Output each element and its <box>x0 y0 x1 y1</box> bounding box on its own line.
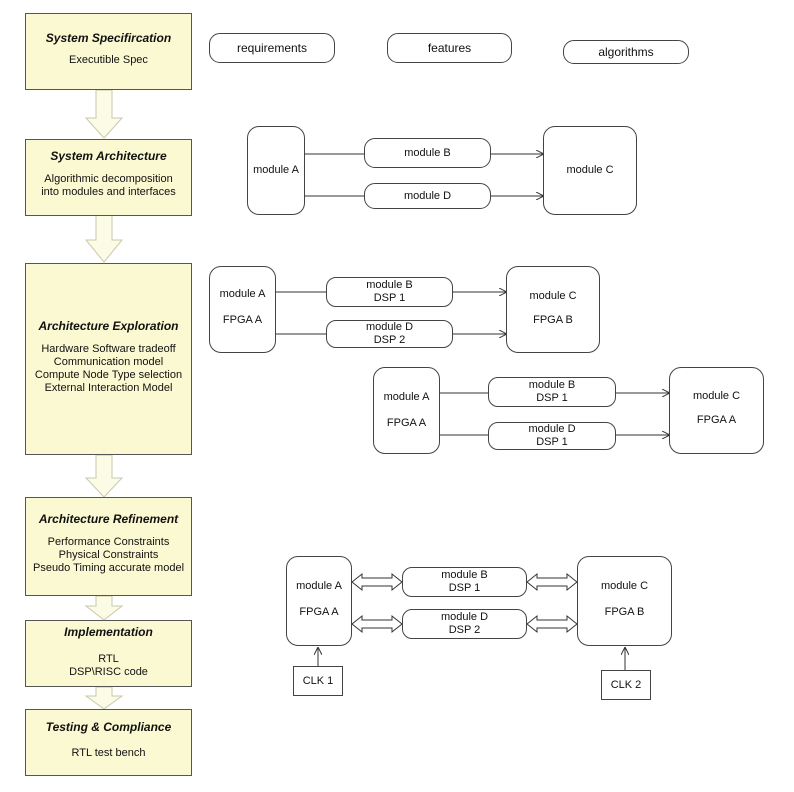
ref-arrow-d-c <box>526 614 578 634</box>
flow-arrow-5 <box>84 686 124 710</box>
stage-desc: Performance Constraints Physical Constra… <box>32 536 185 574</box>
stage-title: Implementation <box>64 625 153 639</box>
clock-2: CLK 2 <box>601 670 651 700</box>
exp1-module-a: module A FPGA A <box>209 266 276 353</box>
exp1-module-d: module D DSP 2 <box>326 320 453 348</box>
module-target: FPGA A <box>299 606 339 618</box>
stage-desc: Executible Spec <box>69 54 148 66</box>
arch-module-d: module D <box>364 183 491 209</box>
arch-module-c: module C <box>543 126 637 215</box>
module-target: DSP 1 <box>448 582 481 594</box>
module-name: module B <box>366 279 413 291</box>
stage-desc: Algorithmic decomposition into modules a… <box>41 173 176 198</box>
exp1-module-b: module B DSP 1 <box>326 277 453 307</box>
stage-architecture-exploration: Architecture Exploration Hardware Softwa… <box>25 263 192 455</box>
module-target: DSP 2 <box>373 334 406 346</box>
module-name: module C <box>529 290 577 302</box>
module-target: FPGA A <box>696 414 737 426</box>
flow-arrow-3 <box>84 454 124 498</box>
module-name: module C <box>600 580 649 592</box>
stage-title: System Architecture <box>50 149 167 163</box>
stage-architecture-refinement: Architecture Refinement Performance Cons… <box>25 497 192 596</box>
ref-module-a: module A FPGA A <box>286 556 352 646</box>
pill-requirements: requirements <box>209 33 335 63</box>
exp2-module-b: module B DSP 1 <box>488 377 616 407</box>
arch-module-b: module B <box>364 138 491 168</box>
exp2-module-d: module D DSP 1 <box>488 422 616 450</box>
module-name: module D <box>528 423 576 435</box>
module-name: module B <box>528 379 576 391</box>
stage-system-specification: System Specifircation Executible Spec <box>25 13 192 90</box>
module-name: module A <box>296 580 342 592</box>
module-target: FPGA B <box>533 314 573 326</box>
module-target: FPGA B <box>604 606 645 618</box>
exp2-module-a: module A FPGA A <box>373 367 440 454</box>
ref-module-b: module B DSP 1 <box>402 567 527 597</box>
exp1-module-c: module C FPGA B <box>506 266 600 353</box>
stage-desc: Hardware Software tradeoff Communication… <box>34 343 183 394</box>
ref-module-d: module D DSP 2 <box>402 609 527 639</box>
ref-module-c: module C FPGA B <box>577 556 672 646</box>
flow-arrow-1 <box>84 89 124 139</box>
clock-1: CLK 1 <box>293 666 343 696</box>
module-name: module D <box>440 611 489 623</box>
module-target: FPGA A <box>386 417 427 429</box>
stage-implementation: Implementation RTL DSP\RISC code <box>25 620 192 687</box>
stage-system-architecture: System Architecture Algorithmic decompos… <box>25 139 192 216</box>
module-name: module D <box>365 321 414 333</box>
pill-algorithms: algorithms <box>563 40 689 64</box>
module-target: FPGA A <box>222 314 263 326</box>
module-name: module B <box>441 569 488 581</box>
ref-arrow-a-b <box>351 572 403 592</box>
module-target: DSP 1 <box>536 436 568 448</box>
stage-desc: RTL test bench <box>71 747 146 759</box>
module-name: module C <box>692 390 741 402</box>
pill-features: features <box>387 33 512 63</box>
stage-title: System Specifircation <box>45 31 172 45</box>
arch-module-a: module A <box>247 126 305 215</box>
stage-desc: RTL DSP\RISC code <box>69 653 148 678</box>
stage-title: Architecture Exploration <box>38 319 179 333</box>
module-name: module A <box>383 391 430 403</box>
ref-arrow-a-d <box>351 614 403 634</box>
ref-arrow-b-c <box>526 572 578 592</box>
exp2-module-c: module C FPGA A <box>669 367 764 454</box>
module-name: module A <box>219 288 266 300</box>
flow-arrow-2 <box>84 214 124 263</box>
flow-arrow-4 <box>84 595 124 621</box>
stage-testing-compliance: Testing & Compliance RTL test bench <box>25 709 192 776</box>
module-target: DSP 1 <box>373 292 406 304</box>
stage-title: Architecture Refinement <box>38 512 179 526</box>
module-target: DSP 2 <box>448 624 481 636</box>
stage-title: Testing & Compliance <box>45 720 172 734</box>
module-target: DSP 1 <box>536 392 568 404</box>
